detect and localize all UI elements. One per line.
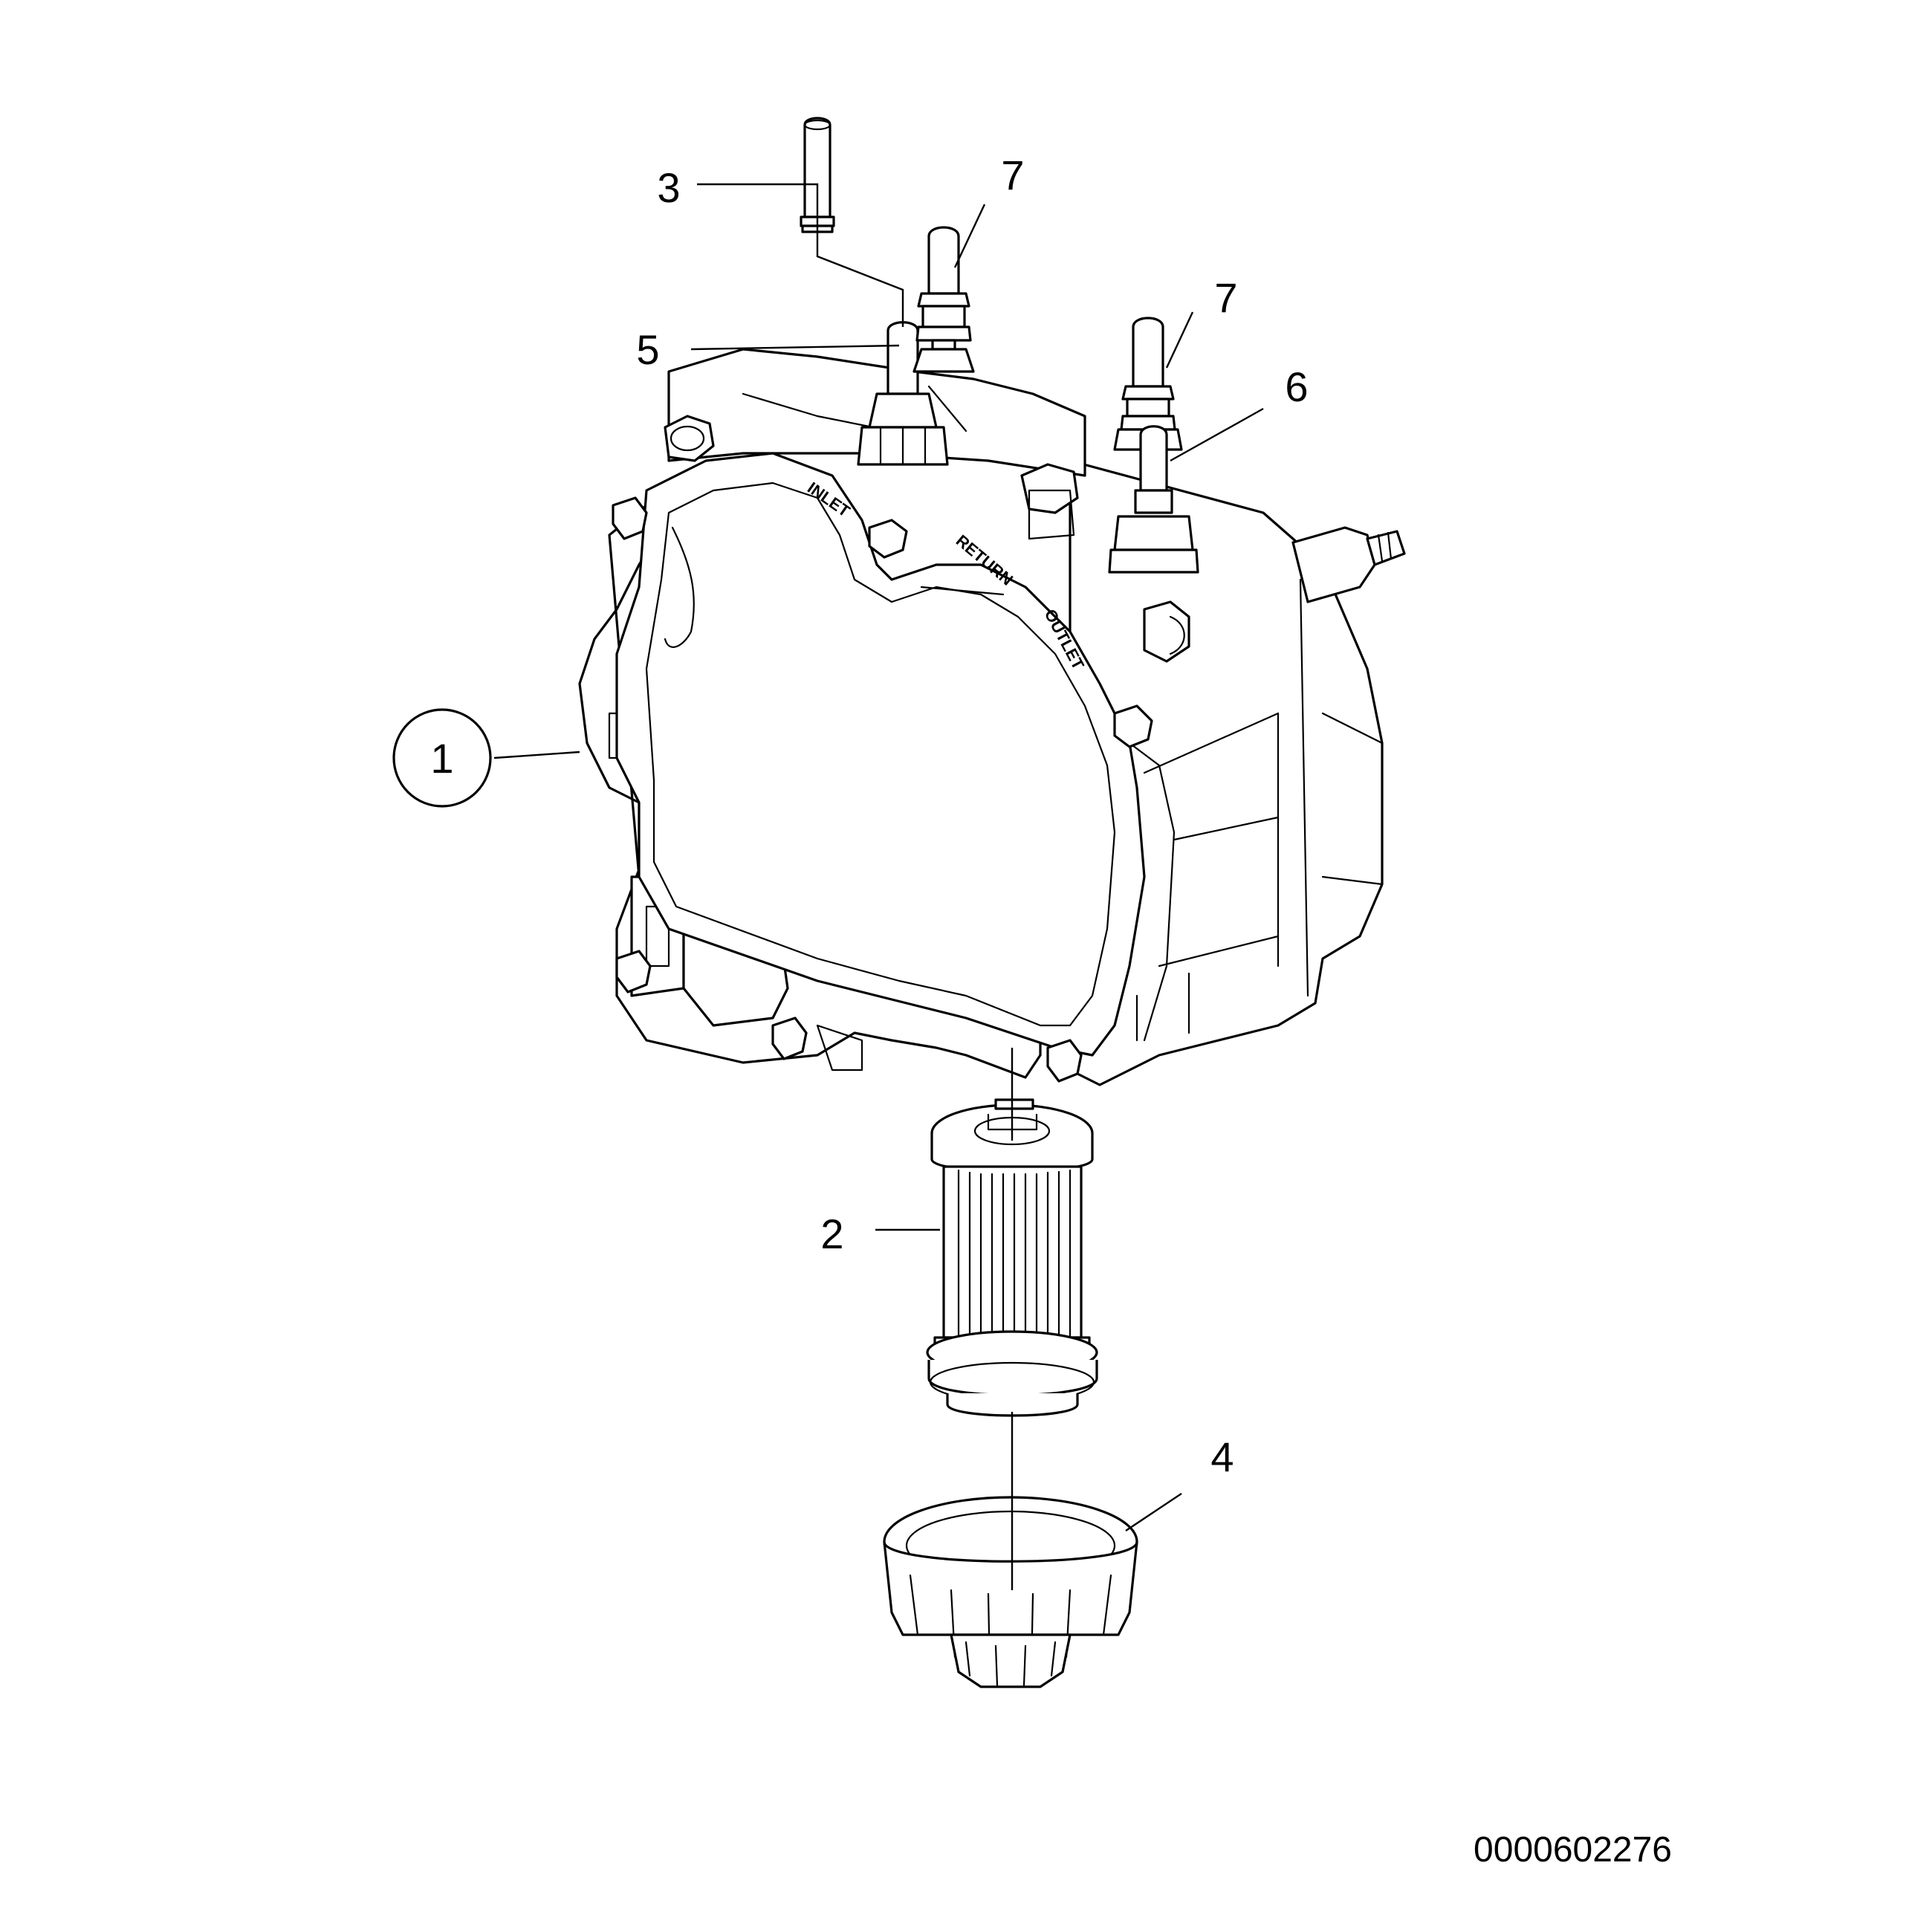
leader-6 — [1170, 407, 1264, 462]
leader-5 — [690, 344, 900, 351]
leader-4 — [1125, 1493, 1182, 1531]
callout-7-left: 7 — [1001, 152, 1024, 198]
filter-element-2 — [926, 1098, 1098, 1417]
callout-5: 5 — [636, 326, 659, 373]
connector-7-left — [912, 226, 975, 373]
callout-3: 3 — [657, 164, 680, 211]
leader-3 — [697, 183, 904, 327]
callout-7-right: 7 — [1214, 274, 1237, 321]
drawing-reference-number: 0000602276 — [1474, 1830, 1672, 1870]
leader-7a — [953, 204, 986, 268]
connector-5 — [857, 321, 949, 466]
filter-cap-4 — [883, 1496, 1138, 1688]
callout-1-circle — [392, 708, 492, 808]
callout-4: 4 — [1210, 1433, 1234, 1480]
leader-1 — [493, 751, 580, 759]
callout-2: 2 — [820, 1210, 843, 1257]
callout-6: 6 — [1285, 363, 1308, 410]
module-housing: INLET RETURN OUTLET — [578, 348, 1406, 1086]
connector-6 — [1108, 425, 1199, 574]
leader-7b — [1165, 311, 1194, 369]
callout-1: 1 — [430, 735, 453, 782]
